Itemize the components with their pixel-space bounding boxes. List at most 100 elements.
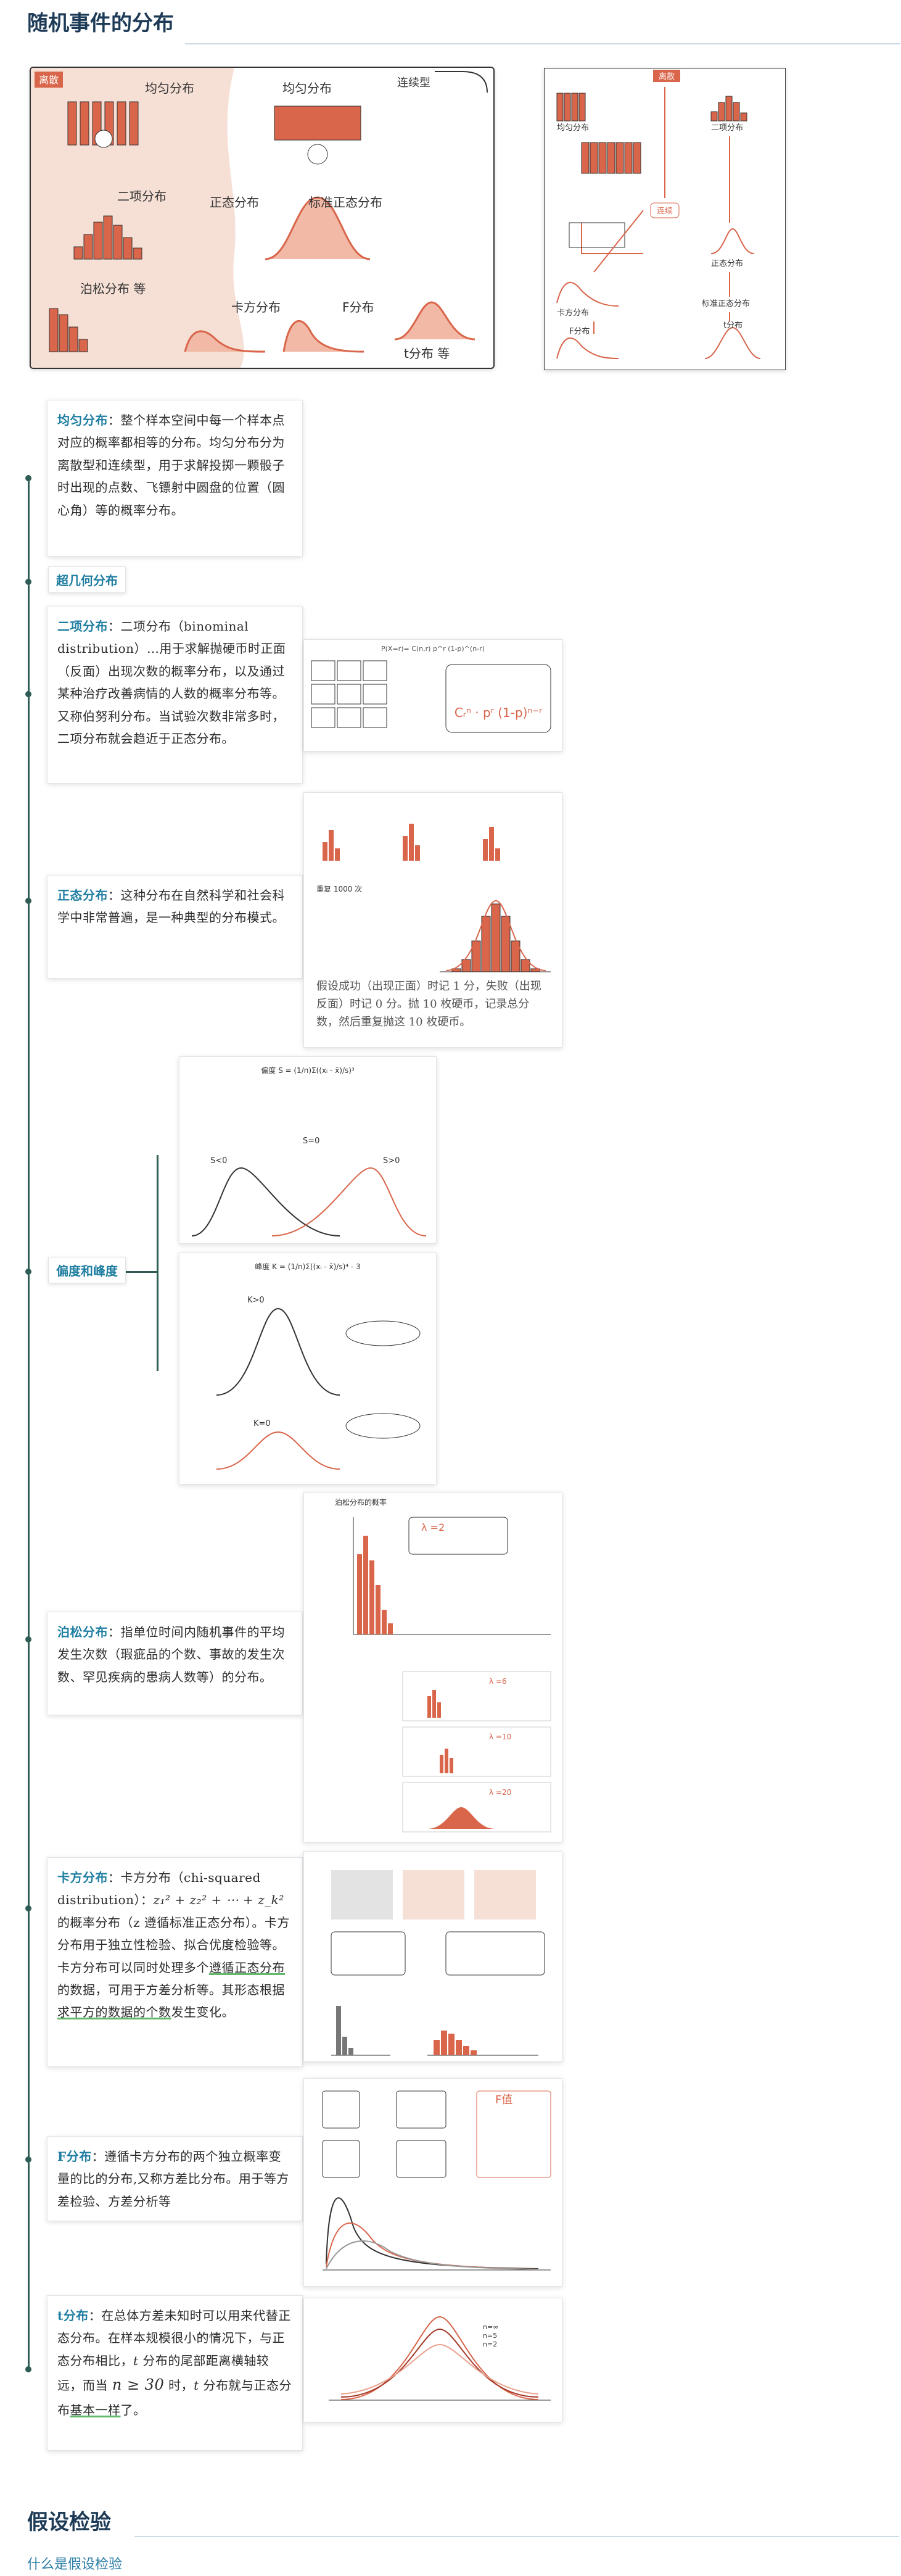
map-label-normal: 正态分布 [711,259,743,268]
map-uniform-bars [556,93,586,122]
next-section-divider [134,2536,899,2537]
figure-f: F值 [303,2078,562,2287]
skew-neg-label: S<0 [210,1156,227,1166]
figure-t: n=∞ n=5 n=2 [303,2298,562,2422]
map-label-std-normal: 标准正态分布 [702,299,750,309]
t-underline: 基本一样 [70,2402,121,2417]
poisson-ylabel: 泊松分布的概率 [335,1497,387,1507]
title-uniform[interactable]: 均匀分布 [57,413,108,428]
label-t: t分布 等 [404,346,450,361]
kurt-pos-label: K>0 [247,1296,265,1305]
next-section-subtitle[interactable]: 什么是假设检验 [27,2557,123,2572]
normal-curve [265,196,371,260]
pill-hypergeo[interactable]: 超几何分布 [48,566,126,593]
t-legend-2: n=5 [483,2332,497,2340]
continuous-tag: 连续型 [397,77,430,89]
title-normal[interactable]: 正态分布 [57,888,108,903]
map-label-t: t分布 [723,321,743,330]
normal-small-hist-3 [483,827,500,861]
section-title: 随机事件的分布 [27,11,174,36]
pill-skew[interactable]: 偏度和峰度 [48,1257,126,1283]
text-chi-b: 的概率分布（z 遵循标准正态分布）。卡方分布用于独立性检验、拟合优度检验等。卡方… [57,1915,290,1975]
title-poisson[interactable]: 泊松分布 [57,1625,108,1639]
title-binomial[interactable]: 二项分布 [57,619,108,634]
t-curve [394,301,475,341]
poisson-main-bars [357,1536,393,1634]
t-condition: n ≥ 30 [112,2376,165,2394]
relation-map: 离散 均匀分布 二项分布 连续 正态分布 卡方分布 标准正态分布 F分布 t分布 [544,68,786,370]
chi-formula: z₁² + z₂² + ⋯ + z_k² [153,1892,284,1908]
map-continuous-tag: 连续 [657,206,673,216]
map-label-chi: 卡方分布 [557,308,589,318]
skew-branch-v [157,1155,158,1371]
text-f: ：遵循卡方分布的两个独立概率变量的比的分布,又称方差比分布。用于等方差检验、方差… [57,2149,289,2209]
poisson-l20: λ =20 [489,1788,511,1797]
poisson-l6: λ =6 [489,1677,507,1686]
poisson-bars [49,308,88,352]
label-std-normal: 标准正态分布 [308,195,382,210]
label-normal: 正态分布 [210,195,259,210]
kurt-zero-label: K=0 [253,1419,271,1428]
card-f: F分布：遵循卡方分布的两个独立概率变量的比的分布,又称方差比分布。用于等方差检验… [47,2136,303,2221]
t-italic-2: t [194,2378,199,2393]
figure-kurtosis: 峰度 K = (1/n)Σ((xᵢ - x̄)/s)⁴ - 3 K>0 K=0 [179,1253,437,1485]
overview-illustration: 离散 连续型 均匀分布 均匀分布 二项分布 正态分布 标准正态分布 [30,67,495,369]
uniform-discrete-bars [67,101,139,146]
card-poisson: 泊松分布：指单位时间内随机事件的平均发生次数（瑕疵品的个数、事故的发生次数、罕见… [47,1612,303,1715]
figure-normal: 重复 1000 次 假设成功（出现正面）时记 1 分，失败（出现反面）时记 0 … [303,792,562,1048]
figure-skewness: 偏度 S = (1/n)Σ((xᵢ - x̄)/s)³ S<0 S=0 S>0 [179,1056,437,1244]
title-hypergeo[interactable]: 超几何分布 [56,573,118,588]
node-dot-normal [25,898,31,904]
map-poisson-bars [581,142,641,174]
map-label-f: F分布 [569,327,590,336]
overview-svg: 离散 连续型 均匀分布 均匀分布 二项分布 正态分布 标准正态分布 [31,68,488,368]
next-section-title: 假设检验 [27,2510,111,2535]
chi-curve [184,330,266,353]
node-dot-uniform [25,475,31,481]
text-chi-a: ：卡方分布（chi-squared distribution）： [57,1870,261,1908]
node-dot-skew [25,1269,31,1275]
text-normal: ：这种分布在自然科学和社会科学中非常普遍，是一种典型的分布模式。 [57,888,285,926]
map-label-binomial: 二项分布 [711,123,743,133]
normal-small-hist-2 [403,824,420,861]
text-t-e: 了。 [120,2402,146,2417]
map-label-uniform: 均匀分布 [557,123,589,133]
uniform-continuous-rect [274,106,361,141]
node-dot-poisson [25,1636,31,1642]
node-dot-binomial [25,691,31,697]
discrete-tag-bg [35,72,63,88]
text-chi-c: 的数据，可用于方差分析等。其形态根据 [57,1982,285,1997]
label-binomial: 二项分布 [117,189,167,204]
card-uniform: 均匀分布：整个样本空间中每一个样本点对应的概率都相等的分布。均匀分布分为离散型和… [47,400,303,557]
card-t: t分布：在总体方差未知时可以用来代替正态分布。在样本规模很小的情况下，与正态分布… [47,2295,303,2451]
poisson-small-charts: λ =6 λ =10 λ =20 [402,1671,551,1833]
title-skew[interactable]: 偏度和峰度 [56,1264,118,1278]
t-legend-3: n=2 [483,2340,497,2348]
title-t[interactable]: t分布 [57,2308,89,2323]
text-t-d: 分布就与正态分布 [57,2378,292,2417]
chi-underline-2: 求平方的数据的个数 [57,2005,171,2020]
map-binomial-bars [710,96,747,122]
node-dot-f [25,2156,31,2163]
normal-small-hist-1 [323,830,340,861]
skew-formula: 偏度 S = (1/n)Σ((xᵢ - x̄)/s)³ [261,1066,355,1075]
node-dot-hypergeo [25,579,31,585]
skew-branch-h [97,1271,158,1273]
text-binomial: ：二项分布（binominal distribution）…用于求解抛硬币时正面… [57,619,286,746]
binomial-formula-big: Cᵣⁿ · pʳ (1-p)ⁿ⁻ʳ [455,705,543,720]
figure-binomial: P(X=r)= C(n,r) p^r (1-p)^(n-r) Cᵣⁿ · pʳ … [303,639,562,752]
map-arrows [593,87,730,334]
text-chi-d: 发生变化。 [171,2005,234,2020]
chi-left-bars [336,2006,353,2055]
text-uniform: ：整个样本空间中每一个样本点对应的概率都相等的分布。均匀分布分为离散型和连续型，… [57,413,285,518]
chi-underline-1: 遵循正态分布 [209,1960,285,1975]
text-poisson: ：指单位时间内随机事件的平均发生次数（瑕疵品的个数、事故的发生次数、罕见疾病的患… [57,1625,285,1684]
t-legend-1: n=∞ [483,2323,498,2331]
text-t-b: 分布的尾部距离横轴较远，而当 [57,2353,269,2393]
normal-repeat-label: 重复 1000 次 [316,885,362,893]
label-poisson: 泊松分布 等 [80,281,146,296]
title-f[interactable]: F分布 [57,2149,92,2164]
relation-map-svg: 离散 均匀分布 二项分布 连续 正态分布 卡方分布 标准正态分布 F分布 t分布 [556,70,761,359]
normal-big-hist [451,903,540,972]
title-chi[interactable]: 卡方分布 [57,1870,108,1885]
